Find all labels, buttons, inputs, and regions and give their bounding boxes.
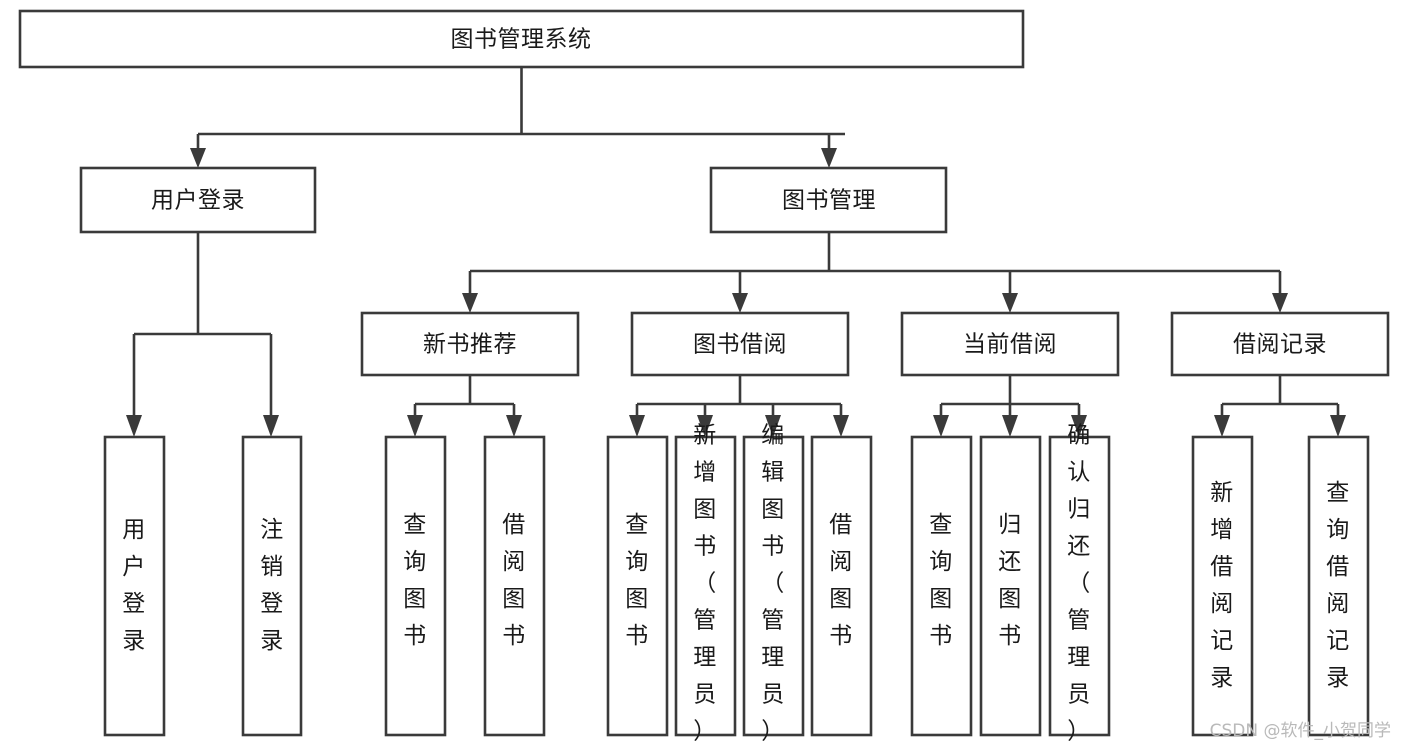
edge-root-bus (196, 67, 845, 158)
arrow-to-leaf-edit-book (765, 415, 781, 437)
node-user-login-box[interactable] (79, 166, 317, 234)
node-user-login[interactable]: 用户登录 (79, 166, 317, 234)
node-leaf-confirm-return-box[interactable] (1048, 435, 1111, 737)
arrow-to-leaf-return-book (1002, 415, 1018, 437)
node-leaf-return-book[interactable]: 归还图书 (979, 435, 1042, 737)
arrow-to-leaf-query-book-2 (629, 415, 645, 437)
node-new-book-rec[interactable]: 新书推荐 (360, 311, 580, 377)
node-leaf-query-book-3-label: 查询图书 (929, 512, 953, 649)
arrow-to-leaf-query-record (1330, 415, 1346, 437)
node-leaf-add-book[interactable]: 新增图书（管理员） (674, 423, 737, 745)
node-leaf-edit-book-label: 编辑图书（管理员） (761, 423, 785, 745)
arrow-to-book-manage (821, 148, 837, 168)
node-book-manage-box[interactable] (709, 166, 948, 234)
node-leaf-query-record[interactable]: 查询借阅记录 (1307, 435, 1370, 737)
node-leaf-add-record-label: 新增借阅记录 (1210, 480, 1234, 691)
node-book-manage[interactable]: 图书管理 (709, 166, 948, 234)
node-leaf-borrow-book-1-label: 借阅图书 (502, 512, 526, 649)
node-book-manage-label: 图书管理 (782, 188, 876, 214)
node-leaf-borrow-book-2[interactable]: 借阅图书 (810, 435, 873, 737)
node-root[interactable]: 图书管理系统 (18, 9, 1025, 69)
edge-newbook-bus (413, 375, 516, 425)
node-book-borrow-label: 图书借阅 (693, 332, 787, 358)
edge-userlogin-bus (132, 232, 273, 425)
node-leaf-return-book-label: 归还图书 (998, 512, 1022, 649)
node-leaf-query-book-1-box[interactable] (384, 435, 447, 737)
node-current-borrow-label: 当前借阅 (963, 332, 1057, 358)
arrow-to-leaf-logout (263, 415, 279, 437)
node-leaf-confirm-return[interactable]: 确认归还（管理员） (1048, 423, 1111, 745)
arrow-to-leaf-add-record (1214, 415, 1230, 437)
connector-layer (126, 67, 1346, 437)
node-book-borrow-box[interactable] (630, 311, 850, 377)
node-borrow-record[interactable]: 借阅记录 (1170, 311, 1390, 377)
arrow-to-new-book-rec (462, 293, 478, 313)
node-leaf-borrow-book-2-label: 借阅图书 (829, 512, 853, 649)
node-leaf-user-login[interactable]: 用户登录 (103, 435, 166, 737)
node-leaf-return-book-box[interactable] (979, 435, 1042, 737)
node-leaf-add-book-box[interactable] (674, 435, 737, 737)
node-leaf-query-record-box[interactable] (1307, 435, 1370, 737)
edge-bookmanage-bus (468, 232, 1282, 303)
node-leaf-query-book-2-label: 查询图书 (625, 512, 649, 649)
edge-bookborrow-bus (635, 375, 843, 425)
node-leaf-add-record[interactable]: 新增借阅记录 (1191, 435, 1254, 737)
node-leaf-user-login-label: 用户登录 (122, 517, 146, 654)
node-leaf-edit-book-box[interactable] (742, 435, 805, 737)
arrow-to-leaf-add-book (697, 415, 713, 437)
node-leaf-borrow-book-2-box[interactable] (810, 435, 873, 737)
node-leaf-add-record-box[interactable] (1191, 435, 1254, 737)
node-leaf-query-book-3[interactable]: 查询图书 (910, 435, 973, 737)
arrow-to-book-borrow (732, 293, 748, 313)
node-leaf-query-book-2-box[interactable] (606, 435, 669, 737)
node-new-book-rec-label: 新书推荐 (423, 332, 517, 358)
arrow-to-user-login (190, 148, 206, 168)
node-leaf-query-book-3-box[interactable] (910, 435, 973, 737)
arrow-to-borrow-record (1272, 293, 1288, 313)
node-user-login-label: 用户登录 (151, 188, 245, 214)
arrow-to-leaf-borrow-book-1 (506, 415, 522, 437)
arrow-to-leaf-query-book-1 (407, 415, 423, 437)
node-current-borrow-box[interactable] (900, 311, 1120, 377)
arrow-to-current-borrow (1002, 293, 1018, 313)
arrow-to-leaf-query-book-3 (933, 415, 949, 437)
node-new-book-rec-box[interactable] (360, 311, 580, 377)
node-borrow-record-label: 借阅记录 (1233, 332, 1327, 358)
node-borrow-record-box[interactable] (1170, 311, 1390, 377)
node-leaf-borrow-book-1[interactable]: 借阅图书 (483, 435, 546, 737)
node-leaf-query-book-1[interactable]: 查询图书 (384, 435, 447, 737)
node-leaf-add-book-label: 新增图书（管理员） (693, 423, 717, 745)
node-leaf-edit-book[interactable]: 编辑图书（管理员） (742, 423, 805, 745)
arrow-to-leaf-confirm-return (1071, 415, 1087, 437)
node-book-borrow[interactable]: 图书借阅 (630, 311, 850, 377)
node-root-label: 图书管理系统 (451, 27, 592, 53)
edge-borrowrecord-bus (1220, 375, 1340, 425)
node-leaf-confirm-return-label: 确认归还（管理员） (1067, 423, 1091, 745)
edge-currentborrow-bus (939, 375, 1081, 425)
node-leaf-query-record-label: 查询借阅记录 (1326, 480, 1350, 691)
node-leaf-query-book-2[interactable]: 查询图书 (606, 435, 669, 737)
node-leaf-logout-box[interactable] (241, 435, 303, 737)
node-leaf-user-login-box[interactable] (103, 435, 166, 737)
arrow-to-leaf-user-login (126, 415, 142, 437)
arrow-to-leaf-borrow-book-2 (833, 415, 849, 437)
node-leaf-borrow-book-1-box[interactable] (483, 435, 546, 737)
node-leaf-logout[interactable]: 注销登录 (241, 435, 303, 737)
node-leaf-query-book-1-label: 查询图书 (403, 512, 427, 649)
node-leaf-logout-label: 注销登录 (260, 517, 284, 654)
node-root-box[interactable] (18, 9, 1025, 69)
node-current-borrow[interactable]: 当前借阅 (900, 311, 1120, 377)
